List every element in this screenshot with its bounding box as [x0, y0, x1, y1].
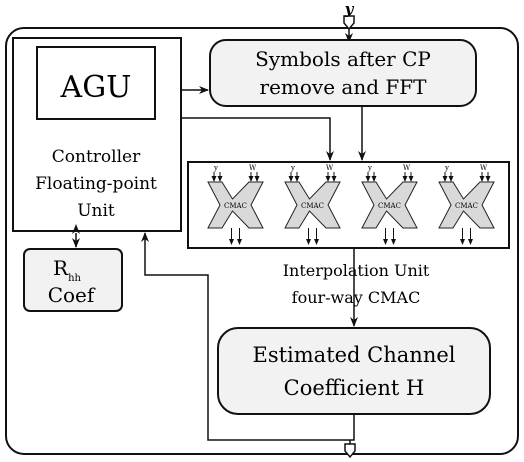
- estimated-line2: Coefficient H: [284, 376, 425, 400]
- cmac-shape: [284, 181, 341, 229]
- rhh-main: Rhh: [53, 256, 82, 284]
- controller-box: [12, 37, 182, 232]
- ctrl-to-cmac-arrow: [181, 117, 334, 161]
- controller-line1: Controller: [52, 147, 141, 167]
- cmac-unit: CMAC y W: [284, 164, 341, 245]
- cmac-unit: CMAC y W: [438, 164, 495, 245]
- interp-line2: four-way CMAC: [292, 288, 421, 307]
- cmac-port-w-label: W: [480, 164, 488, 172]
- input-label: y: [344, 0, 355, 18]
- cmac-label: CMAC: [378, 202, 401, 210]
- rhh-line2: Coef: [48, 283, 96, 307]
- feedback-arrow: [141, 232, 355, 441]
- cmac-label: CMAC: [455, 202, 478, 210]
- controller-line3: Unit: [77, 201, 115, 221]
- cmac-port-y-label: y: [367, 164, 372, 172]
- symbols-line2: remove and FFT: [260, 75, 428, 99]
- cmac-shape: [361, 181, 418, 229]
- cmac-port-w-label: W: [326, 164, 334, 172]
- cmac-unit: CMAC y W: [361, 164, 418, 245]
- cmac-label: CMAC: [224, 202, 247, 210]
- estimated-box: [217, 327, 491, 415]
- rhh-box: [23, 248, 123, 312]
- cmac-port-w-label: W: [249, 164, 257, 172]
- controller-line2: Floating-point: [35, 174, 157, 194]
- symbols-line1: Symbols after CP: [255, 47, 431, 71]
- cmac-port-w-label: W: [403, 164, 411, 172]
- cmac-shape: [207, 181, 264, 229]
- estimated-line1: Estimated Channel: [253, 343, 456, 367]
- cmac-shape: [438, 181, 495, 229]
- cmac-units: CMAC y W CMAC y W CMAC y W CMAC y W: [207, 164, 495, 245]
- interp-line1: Interpolation Unit: [283, 261, 430, 280]
- output-port: [344, 443, 356, 459]
- input-port: y: [343, 0, 355, 31]
- agu-label: AGU: [60, 70, 132, 105]
- cmac-port-y-label: y: [444, 164, 449, 172]
- symbols-box: [209, 39, 477, 107]
- rhh-r: R: [53, 256, 69, 280]
- cmac-port-y-label: y: [213, 164, 218, 172]
- agu-box: [36, 46, 156, 120]
- cmac-unit: CMAC y W: [207, 164, 264, 245]
- outer-frame: [5, 27, 519, 455]
- cmac-label: CMAC: [301, 202, 324, 210]
- rhh-subscript: hh: [68, 273, 81, 284]
- cmac-port-y-label: y: [290, 164, 295, 172]
